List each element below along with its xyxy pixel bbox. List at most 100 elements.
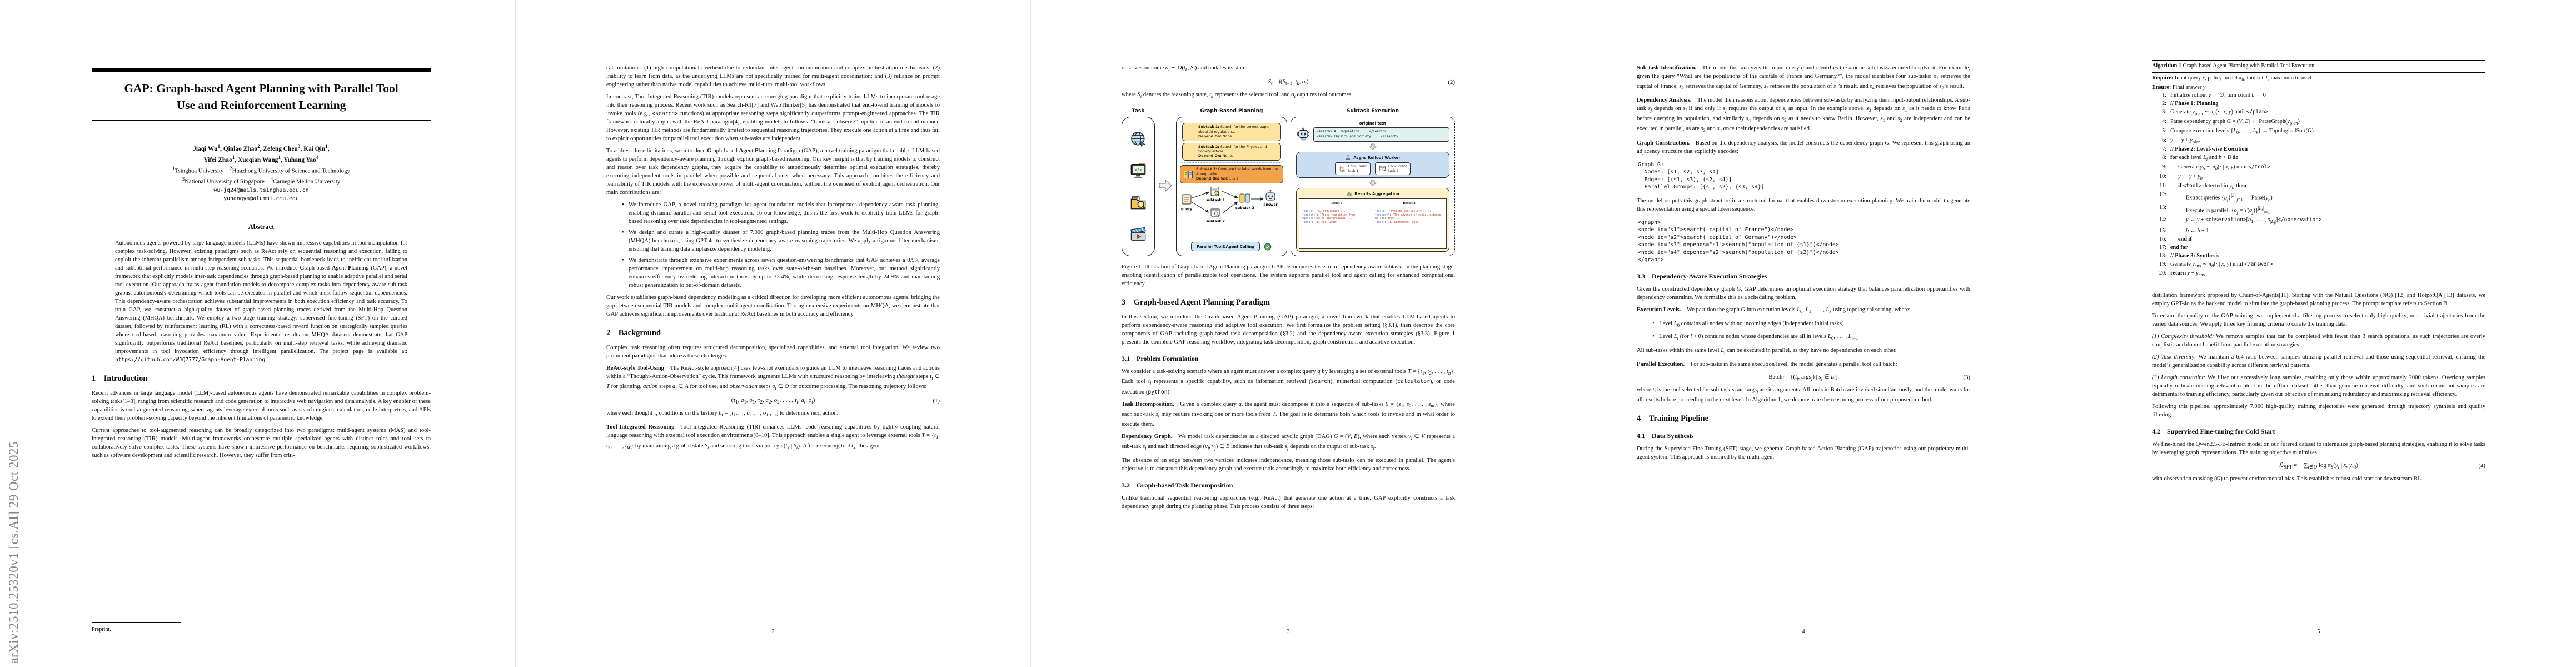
plan-panel-title: Graph-Based Planning bbox=[1200, 108, 1263, 115]
content-block: Task Decomposition. Given a complex quer… bbox=[1122, 400, 1455, 429]
code-line: Parallel Groups: [{s1, s2}, {s3, s4}] bbox=[1638, 184, 1765, 191]
content-block: Given the constructed dependency graph G… bbox=[1637, 285, 1970, 302]
subtask-card: Subtask 2: Search for the Physics and So… bbox=[1182, 142, 1281, 161]
page1-blocks: 1 Introduction Recent advances in large … bbox=[92, 374, 431, 460]
code-line: Graph G: bbox=[1638, 161, 1664, 168]
result-1-json: {"title": "AI regulation ...","content":… bbox=[1302, 206, 1371, 228]
json-line: } bbox=[1302, 225, 1304, 228]
json-line: { bbox=[1302, 206, 1304, 210]
line-number: 3: bbox=[2162, 109, 2166, 116]
line-number: 14: bbox=[2159, 216, 2166, 223]
section-heading: 1 Introduction bbox=[92, 374, 148, 384]
subsection-heading: 3.3 Dependency-Aware Execution Strategie… bbox=[1637, 272, 1767, 280]
paragraph: where tj is the tool selected for sub-ta… bbox=[1637, 387, 1971, 404]
section-heading: 3 Graph-based Agent Planning Paradigm bbox=[1122, 298, 1270, 307]
result-1-column: Result 1 {"title": "AI regulation ...","… bbox=[1302, 201, 1371, 246]
video-clapper-icon bbox=[1130, 227, 1146, 241]
content-block: In contrast, Tool-Integrated Reasoning (… bbox=[606, 93, 940, 143]
paragraph: Current approaches to tool-augmented rea… bbox=[92, 427, 431, 459]
line-text: y ← y + yplan bbox=[2170, 137, 2201, 145]
subtask3-node-icon bbox=[1239, 193, 1250, 203]
content-block: Graph G: Nodes: [s1, s2, s3, s4] Edges: … bbox=[1637, 161, 1970, 191]
exec-panel: original text <search> AI regulation ...… bbox=[1291, 117, 1455, 257]
figure-1: Task </> Graph-Based Planning Subtask bbox=[1122, 108, 1455, 257]
code-block: Graph G: Nodes: [s1, s2, s3, s4] Edges: … bbox=[1638, 161, 1970, 191]
worker-title-row: Async Rollout Worker bbox=[1299, 155, 1447, 161]
json-line: } bbox=[1375, 225, 1377, 228]
content-block: Graph Construction. Based on the depende… bbox=[1637, 139, 1970, 156]
code-editor-icon: </> bbox=[1130, 163, 1146, 178]
parallel-subtasks-box: Subtask 1: Search for the correct paper … bbox=[1180, 121, 1283, 163]
content-block: cal limitations: (1) high computational … bbox=[606, 64, 940, 89]
title-bottom-rule bbox=[92, 120, 431, 121]
doc-search-icon bbox=[1339, 166, 1346, 172]
content-block: 1 Introduction bbox=[92, 374, 431, 384]
email-line-1: wu-jq24@mails.tsinghua.edu.cn bbox=[213, 187, 309, 193]
line-text: return y + yans bbox=[2170, 270, 2205, 278]
line-text: Compute execution levels {L0, . . . , Lk… bbox=[2170, 127, 2314, 135]
algorithm-require: Require: Input query x, policy model πθ,… bbox=[2152, 74, 2311, 82]
query-node-icon bbox=[1182, 194, 1192, 205]
content-block: Complex task reasoning often requires st… bbox=[606, 344, 940, 360]
code-line: <node id="s3" depends="s1">search("popul… bbox=[1638, 242, 1839, 248]
line-text: // Phase 2: Level-wise Execution bbox=[2170, 146, 2248, 153]
content-block: 3.1 Problem Formulation bbox=[1122, 355, 1455, 363]
content-block: Batchi = {(tj, argsj) | sj ∈ Li}(3) bbox=[1637, 373, 1970, 381]
paragraph: Tool-Integrated Reasoning Tool-Integrate… bbox=[606, 424, 940, 450]
equation-row: (τ1, a1, o1, τ2, a2, o2, . . . , τt, at,… bbox=[606, 397, 940, 405]
content-block: St = f(St−1, tk, ot)(2) bbox=[1122, 78, 1455, 86]
paragraph: To ensure the quality of the GAP trainin… bbox=[2152, 313, 2485, 328]
line-number: 19: bbox=[2159, 261, 2166, 267]
page-5: Algorithm 1 Graph-based Agent Planning w… bbox=[2061, 0, 2576, 667]
json-line: "content": "The advance of social scienc… bbox=[1375, 213, 1441, 221]
line-text: y ← y + yb bbox=[2178, 173, 2203, 181]
parallel-calling-row: Parallel Tool&Agent Calling bbox=[1180, 242, 1283, 252]
content-block: (1) Complexity threshold: We remove samp… bbox=[2152, 332, 2485, 349]
algorithm-line: 2: // Phase 1: Planning bbox=[2152, 100, 2485, 108]
line-text: Initialize rollout y ← ∅, turn count b ←… bbox=[2170, 92, 2266, 99]
paragraph: Our work establishes graph-based depende… bbox=[606, 295, 940, 317]
content-block: observes outcome ot ∼ O(tk, St) and upda… bbox=[1122, 64, 1455, 74]
paragraph: Execution Levels. We partition the graph… bbox=[1637, 306, 1911, 314]
paragraph: where St denotes the reasoning state, tk… bbox=[1122, 92, 1353, 99]
algorithm-line: 7:// Phase 2: Level-wise Execution bbox=[2152, 146, 2485, 154]
content-block: distillation framework proposed by Chain… bbox=[2152, 291, 2485, 308]
algorithm-line: 10: y ← y + yb bbox=[2152, 173, 2485, 182]
equation-number: (3) bbox=[1963, 374, 1970, 381]
subtask-card-text: Subtask 1: Search for the correct paper … bbox=[1198, 125, 1270, 138]
line-number: 10: bbox=[2159, 173, 2166, 180]
content-block: Current approaches to tool-augmented rea… bbox=[92, 426, 431, 460]
json-line: "title": "Physics and Society ...", bbox=[1375, 210, 1432, 213]
content-block: <graph><node id="s1">search("capital of … bbox=[1637, 219, 1970, 264]
bullet-item: Level L0 contains all nodes with no inco… bbox=[1652, 320, 1970, 330]
svg-text:</>: </> bbox=[1134, 167, 1143, 172]
query-node-label: query bbox=[1181, 207, 1192, 211]
page2-blocks: cal limitations: (1) high computational … bbox=[606, 64, 940, 452]
line-text: // Phase 1: Planning bbox=[2170, 101, 2219, 107]
paragraph: During the Supervised Fine-Tuning (SFT) … bbox=[1637, 446, 1970, 461]
json-line: "title": "AI regulation ...", bbox=[1302, 210, 1349, 213]
algorithm-lines: 1:Initialize rollout y ← ∅, turn count b… bbox=[2152, 92, 2485, 282]
line-text: if <tool> detected in yb then bbox=[2178, 182, 2246, 190]
paragraph: Task Decomposition. Given a complex quer… bbox=[1122, 401, 1456, 427]
affiliations-line-1: 1Tsinghua University 2Huazhong Universit… bbox=[172, 166, 350, 175]
page5-blocks: distillation framework proposed by Chain… bbox=[2152, 291, 2485, 483]
line-number: 8: bbox=[2162, 155, 2166, 161]
algorithm-line: 8:for each level Li and b < B do bbox=[2152, 154, 2485, 163]
results-aggregation-box: Results Aggregation Result 1 {"title": "… bbox=[1296, 188, 1449, 252]
paragraph: Graph Construction. Based on the depende… bbox=[1637, 140, 1970, 155]
content-block: 3.3 Dependency-Aware Execution Strategie… bbox=[1637, 272, 1970, 281]
content-block: Execution Levels. We partition the graph… bbox=[1637, 306, 1970, 316]
subsection-heading: 4.2 Supervised Fine-tuning for Cold Star… bbox=[2152, 427, 2275, 436]
figure-flow-arrow bbox=[1158, 108, 1173, 256]
line-text: Generate yplan ∼ πθ(· | x, y) until </pl… bbox=[2170, 109, 2269, 117]
check-thumb-icon bbox=[1264, 243, 1272, 251]
line-number: 2: bbox=[2162, 101, 2166, 107]
line-text: b ← b + 1 bbox=[2186, 228, 2209, 235]
figure-1-caption: Figure 1: Illustration of Graph-based Ag… bbox=[1122, 264, 1455, 287]
concurrent-task-2-label: Concurrent task 2 bbox=[1388, 165, 1407, 173]
line-text: Generate yb ∼ πθ(· | x, y) until </tool> bbox=[2178, 163, 2270, 171]
line-text: Generate yans ∼ πθ(· | x, y) until </ans… bbox=[2170, 261, 2273, 268]
line-number: 11: bbox=[2159, 182, 2166, 189]
content-block: Our work establishes graph-based depende… bbox=[606, 293, 940, 318]
